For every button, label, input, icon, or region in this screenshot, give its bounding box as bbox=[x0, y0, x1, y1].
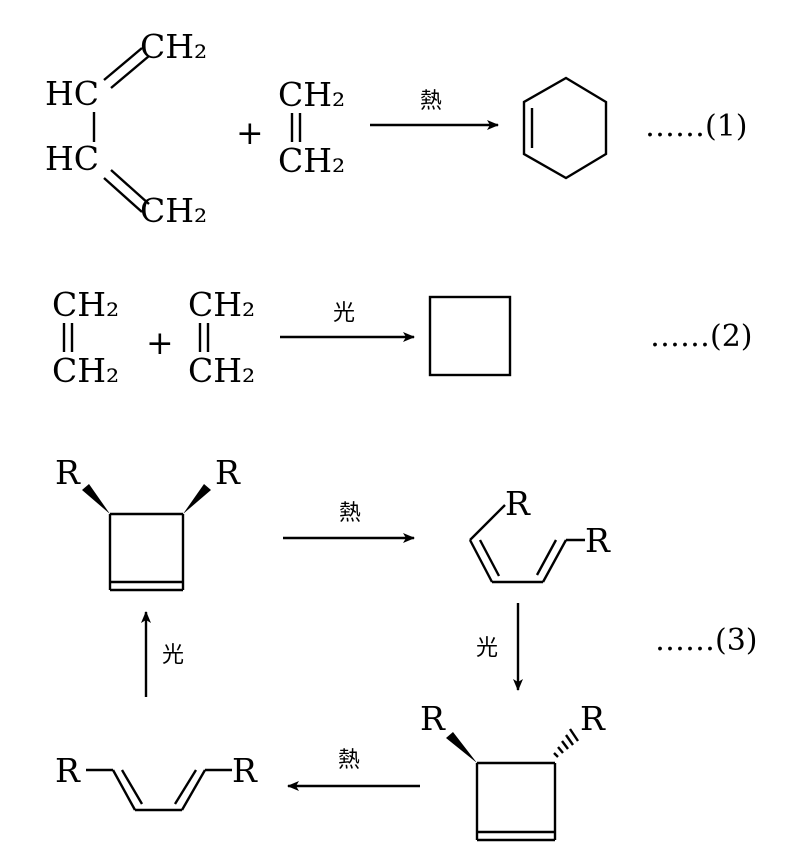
condition-light: 光 bbox=[476, 636, 498, 661]
substituent-r-right: R bbox=[580, 699, 606, 738]
reaction-1: CH₂ HC HC CH₂ + CH₂ CH₂ 熱 ……(1) bbox=[45, 27, 748, 230]
condition-light: 光 bbox=[333, 301, 355, 326]
butadiene-hc-top: HC bbox=[45, 74, 99, 113]
reaction-3: R R 熱 R R 光 ……(3) bbox=[55, 453, 758, 842]
wedge-bond bbox=[446, 732, 477, 763]
condition-heat: 熱 bbox=[420, 89, 442, 114]
cyclohexene-ring bbox=[522, 76, 608, 180]
double-bond-line bbox=[180, 769, 207, 811]
substituent-r-left: R bbox=[420, 699, 446, 738]
butadiene-ch2-top: CH₂ bbox=[140, 27, 207, 66]
cis-cyclobutene: R R bbox=[55, 453, 241, 592]
double-bond-line bbox=[173, 769, 198, 805]
substituent-r-right: R bbox=[215, 453, 241, 492]
ethylene: CH₂ CH₂ bbox=[278, 75, 345, 180]
plus-sign: + bbox=[146, 323, 174, 362]
double-bond-line bbox=[120, 769, 144, 805]
reaction-2: CH₂ CH₂ + CH₂ CH₂ 光 ……(2) bbox=[52, 285, 753, 390]
substituent-r-left: R bbox=[55, 751, 81, 790]
substituent-r-top: R bbox=[505, 484, 531, 523]
substituent-r-right: R bbox=[585, 521, 611, 560]
ethylene-right: CH₂ CH₂ bbox=[188, 285, 255, 390]
butadiene-ch2-bottom: CH₂ bbox=[140, 191, 207, 230]
double-bond-line bbox=[535, 539, 558, 576]
double-bond-line bbox=[478, 539, 501, 577]
single-bond-line bbox=[469, 504, 506, 541]
ethylene-ch2-bottom: CH₂ bbox=[188, 351, 255, 390]
equation-label-1: ……(1) bbox=[645, 109, 748, 144]
double-bond-line bbox=[110, 55, 150, 89]
double-bond-line bbox=[110, 169, 150, 205]
cyclobutane-square bbox=[428, 295, 512, 377]
condition-heat: 熱 bbox=[338, 748, 360, 773]
substituent-r-left: R bbox=[55, 453, 81, 492]
butadiene: CH₂ HC HC CH₂ bbox=[45, 27, 207, 230]
cis-trans-diene: R R bbox=[468, 484, 611, 584]
ethylene-ch2-top: CH₂ bbox=[278, 75, 345, 114]
ethylene-ch2-top: CH₂ bbox=[188, 285, 255, 324]
condition-light: 光 bbox=[162, 643, 184, 668]
wedge-bond bbox=[82, 484, 110, 514]
trans-trans-diene: R R bbox=[55, 751, 258, 812]
butadiene-hc-bottom: HC bbox=[45, 139, 99, 178]
double-bond-line bbox=[103, 47, 143, 81]
cyclohexene bbox=[522, 76, 608, 180]
substituent-r-right: R bbox=[232, 751, 258, 790]
equation-label-3: ……(3) bbox=[655, 623, 758, 658]
ethylene-ch2-bottom: CH₂ bbox=[278, 141, 345, 180]
condition-heat: 熱 bbox=[339, 501, 361, 526]
double-bond-line bbox=[468, 539, 494, 583]
double-bond-line bbox=[111, 769, 137, 811]
equation-label-2: ……(2) bbox=[650, 319, 753, 354]
trans-cyclobutene: R R bbox=[420, 699, 606, 842]
ethylene-left: CH₂ CH₂ bbox=[52, 285, 119, 390]
wedge-bond bbox=[183, 484, 211, 514]
ethylene-ch2-bottom: CH₂ bbox=[52, 351, 119, 390]
ethylene-ch2-top: CH₂ bbox=[52, 285, 119, 324]
plus-sign: + bbox=[236, 113, 264, 152]
hash-bond bbox=[553, 728, 579, 758]
double-bond-line bbox=[541, 539, 568, 583]
double-bond-line bbox=[103, 177, 143, 213]
